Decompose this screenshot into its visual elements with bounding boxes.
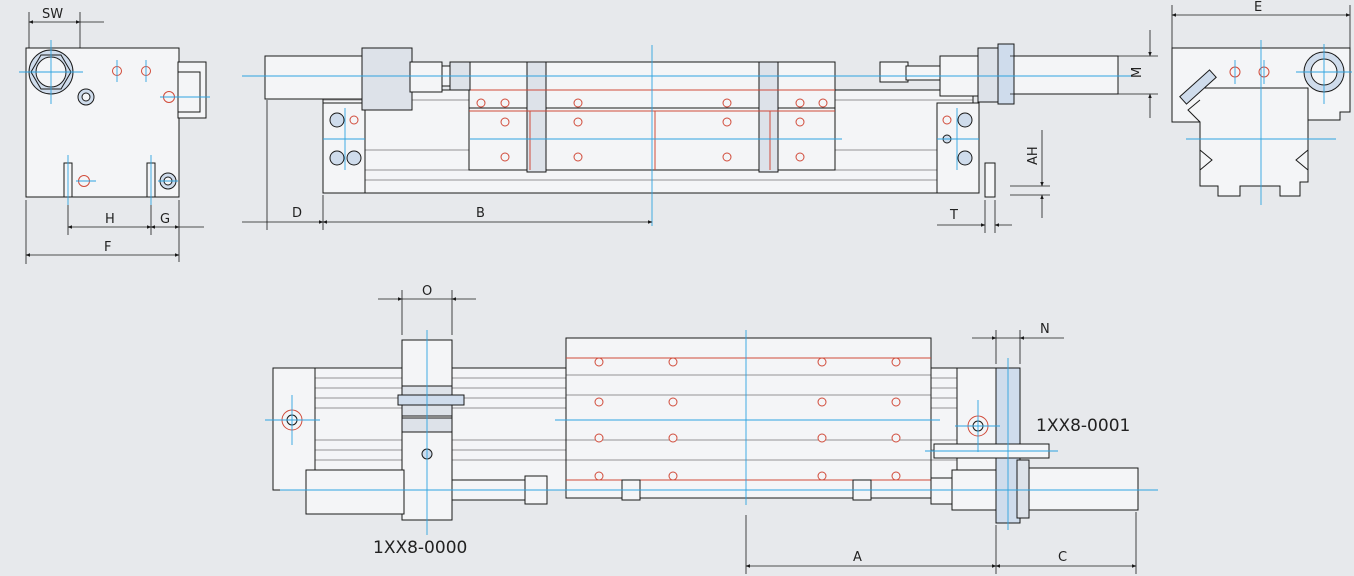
left-end-view [19, 40, 210, 205]
right-end-view-dimensions: E [1171, 0, 1351, 48]
dim-label-d: D [292, 206, 302, 221]
dim-label-sw: SW [42, 7, 63, 22]
part-number-right-variant: 1XX8-0001 [1036, 416, 1130, 436]
dim-label-a: A [853, 550, 862, 565]
dim-label-b: B [476, 206, 485, 221]
side-view [242, 43, 1140, 226]
top-view [265, 330, 1158, 535]
dim-label-g: G [160, 212, 170, 227]
part-number-left-variant: 1XX8-0000 [373, 538, 467, 558]
dim-label-t: T [949, 208, 958, 223]
dim-label-o: O [422, 284, 432, 299]
dim-label-ah: AH [1026, 146, 1041, 165]
side-view-dimensions: D B T M AH [242, 30, 1158, 233]
dim-label-m: M [1130, 67, 1145, 78]
dim-label-c: C [1058, 550, 1067, 565]
top-view-dimensions: O N A C [378, 284, 1137, 574]
left-end-view-dimensions: SW H G F [25, 7, 204, 264]
dim-label-f: F [104, 240, 111, 255]
right-end-view [1171, 40, 1352, 205]
dim-label-e: E [1254, 0, 1262, 15]
dim-label-n: N [1040, 322, 1050, 337]
dim-label-h: H [105, 212, 115, 227]
